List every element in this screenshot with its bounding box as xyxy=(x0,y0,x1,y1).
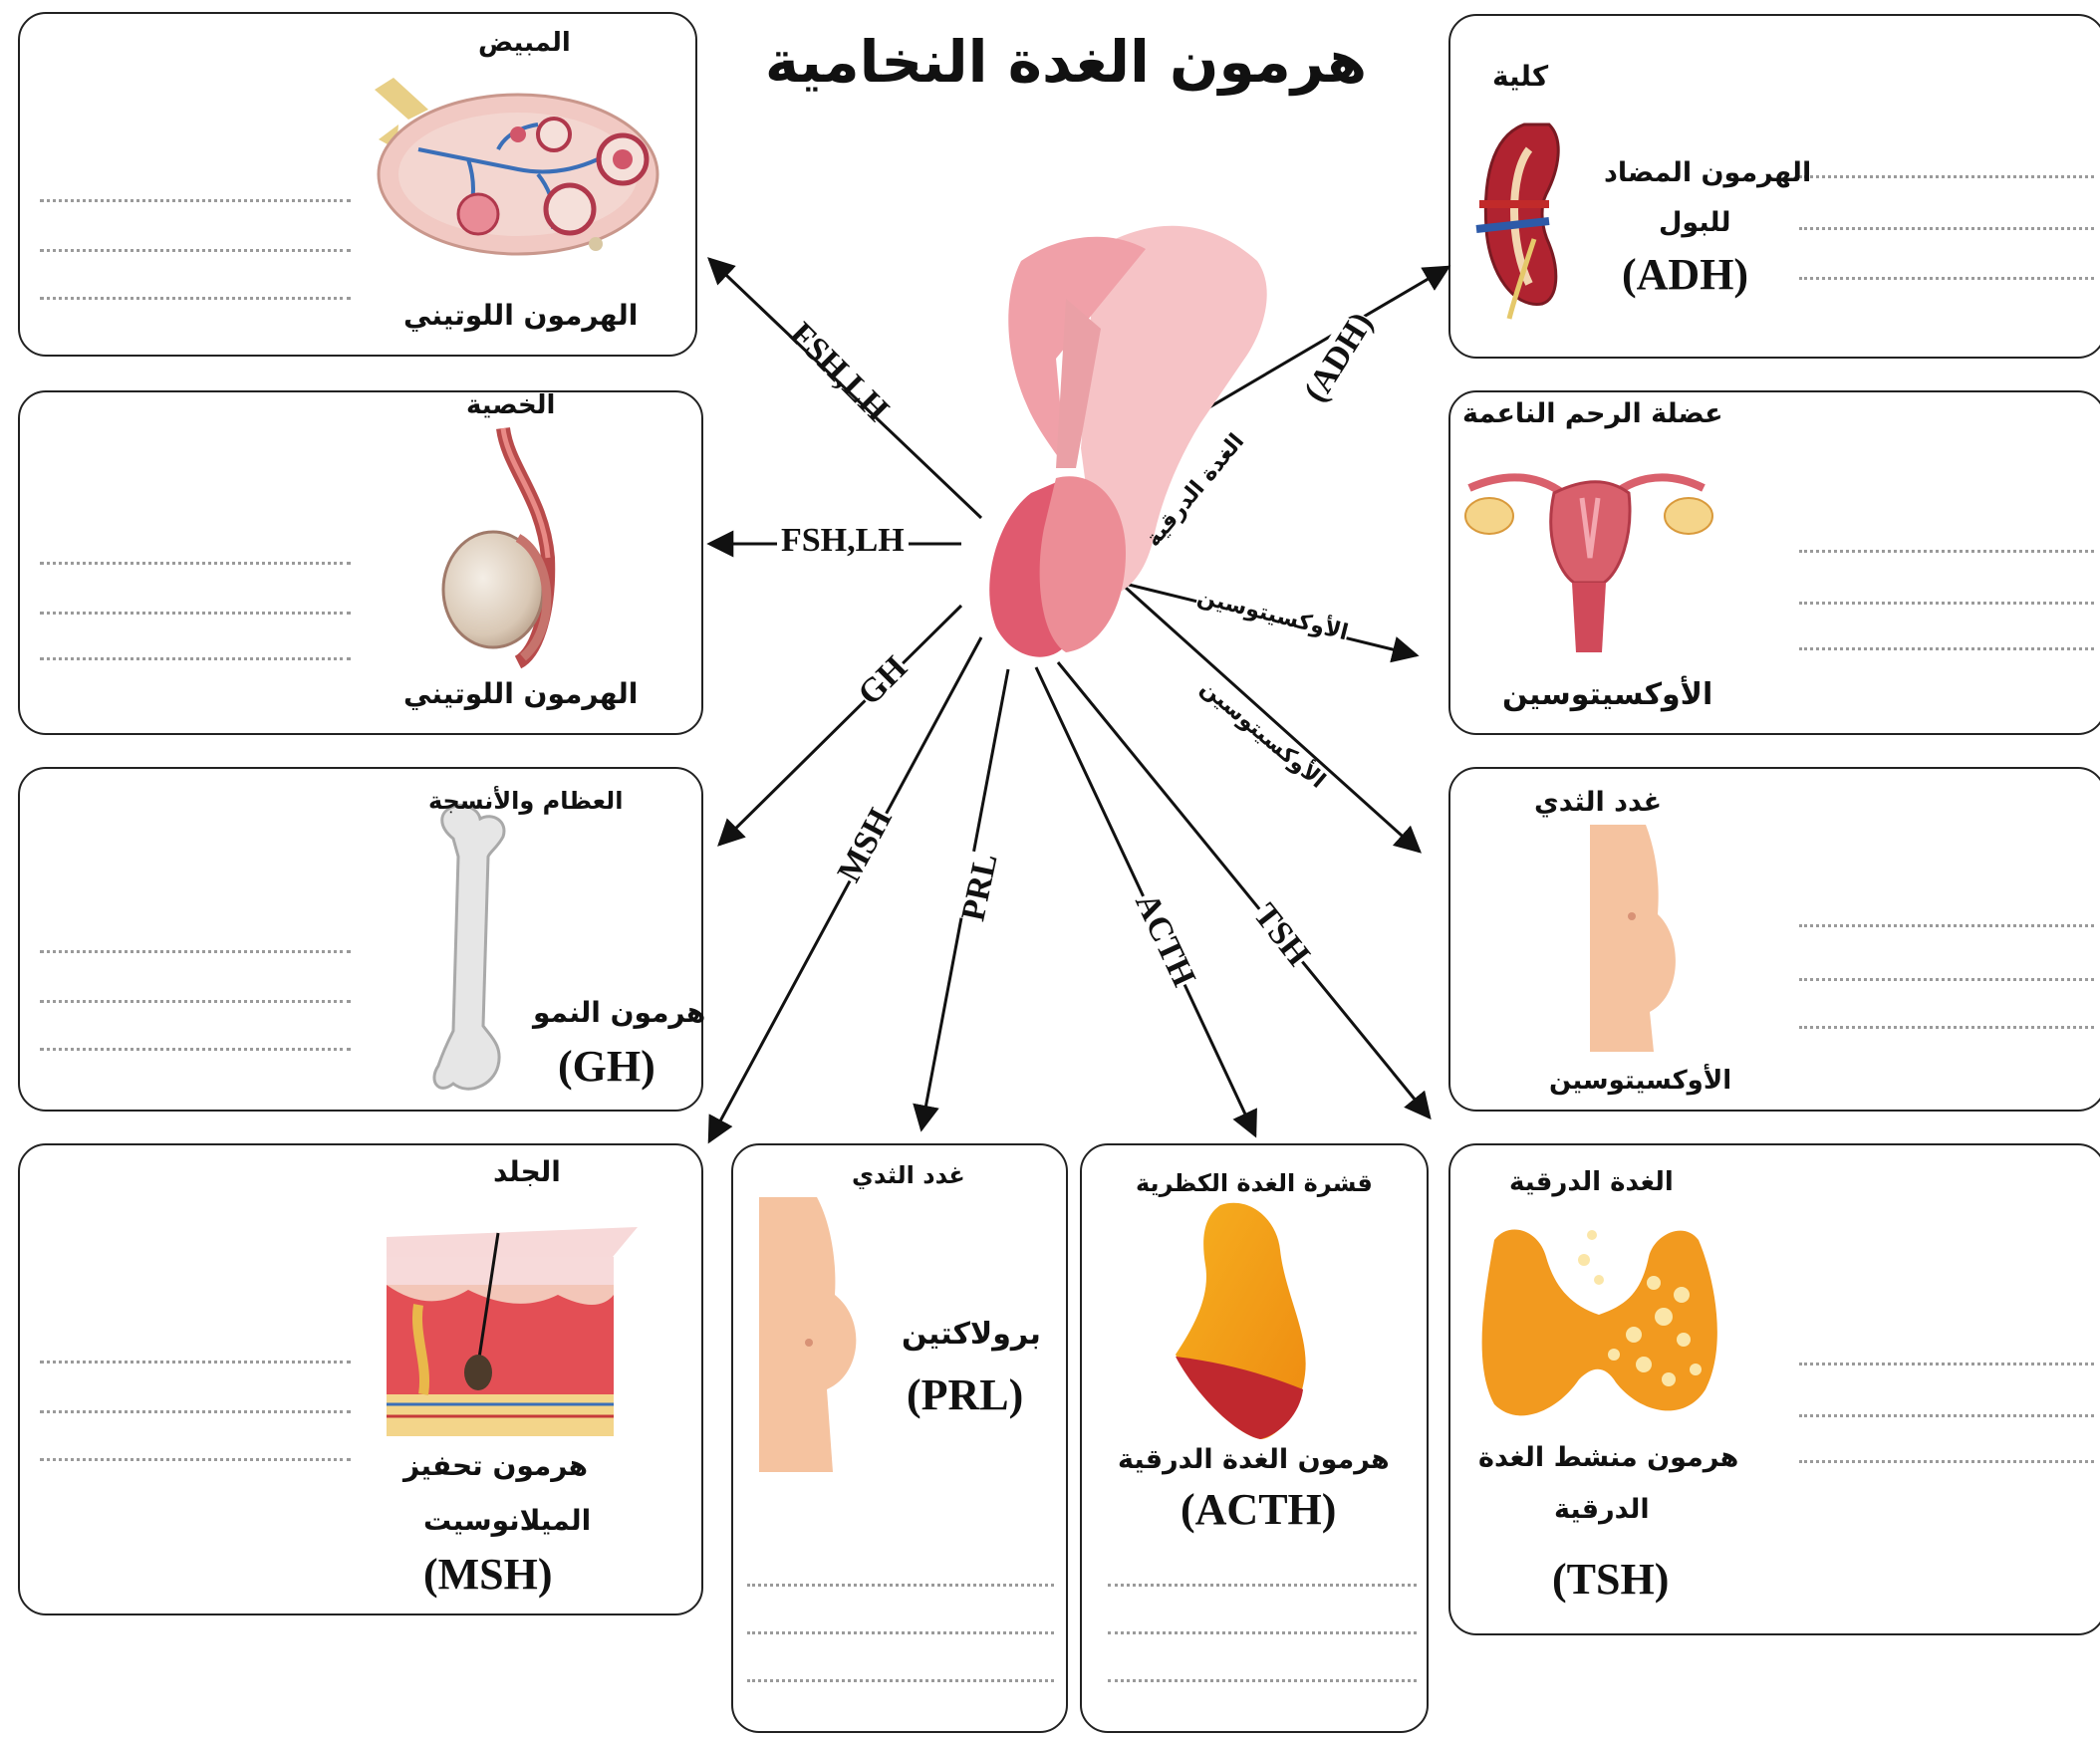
hormone-label-uterus: الأوكسيتوسين xyxy=(1502,677,1712,712)
breast-illustration-prl xyxy=(759,1197,856,1472)
hormone-label-acth: هرمون الغدة الدرقية xyxy=(1118,1444,1390,1475)
organ-label-ovary: المبيض xyxy=(478,28,571,58)
hormone-code-thyroid: (TSH) xyxy=(1552,1554,1669,1605)
hormone-code-kidney: (ADH) xyxy=(1622,249,1748,300)
organ-label-skin: الجلد xyxy=(493,1155,561,1188)
kidney-illustration xyxy=(1476,124,1558,319)
hormone-label-bone: هرمون النمو xyxy=(533,996,705,1029)
hormone-code-skin: (MSH) xyxy=(423,1549,553,1600)
organ-label-acth: قشرة الغدة الكظرية xyxy=(1136,1169,1373,1197)
hormone-label-prl: برولاكتين xyxy=(902,1317,1041,1352)
adrenal-illustration xyxy=(1176,1203,1306,1439)
organ-label-prl: غدد الثدي xyxy=(852,1161,965,1189)
skin-illustration xyxy=(387,1227,638,1436)
hormone-label-ovary: الهرمون اللوتيني xyxy=(403,299,638,332)
hormone-label-skin-2: الميلانوسيت xyxy=(423,1504,591,1537)
page-title: هرمون الغدة النخامية xyxy=(757,28,1375,96)
hormone-label-kidney-1: الهرمون المضاد xyxy=(1604,157,1811,188)
organ-label-thyroid: الغدة الدرقية xyxy=(1509,1167,1674,1197)
thyroid-illustration xyxy=(1482,1229,1717,1415)
hormone-label-kidney-2: للبول xyxy=(1659,207,1731,238)
hormone-label-breast: الأوكسيتوسين xyxy=(1549,1066,1731,1096)
organ-label-bone: العظام والأنسجة xyxy=(428,787,623,815)
hormone-label-thyroid-1: هرمون منشط الغدة xyxy=(1478,1442,1738,1473)
organ-label-breast: غدد الثدي xyxy=(1534,787,1662,818)
hormone-code-prl: (PRL) xyxy=(907,1369,1023,1420)
ovary-illustration xyxy=(375,78,657,254)
organ-label-kidney: كلية xyxy=(1492,60,1548,93)
hormone-label-testis: الهرمون اللوتيني xyxy=(403,677,638,710)
arrow-label-testis: FSH,LH xyxy=(777,522,909,560)
hormone-code-bone: (GH) xyxy=(558,1041,656,1092)
organ-label-uterus: عضلة الرحم الناعمة xyxy=(1462,398,1723,429)
hormone-label-thyroid-2: الدرقية xyxy=(1554,1494,1650,1525)
organ-label-testis: الخصية xyxy=(466,390,555,420)
breast-illustration-oxy xyxy=(1590,825,1676,1052)
uterus-illustration xyxy=(1465,477,1712,652)
testis-illustration xyxy=(443,428,548,662)
hormone-label-skin-1: هرمون تحفيز xyxy=(403,1449,588,1482)
bone-illustration xyxy=(434,805,504,1089)
hormone-code-acth: (ACTH) xyxy=(1181,1484,1336,1535)
